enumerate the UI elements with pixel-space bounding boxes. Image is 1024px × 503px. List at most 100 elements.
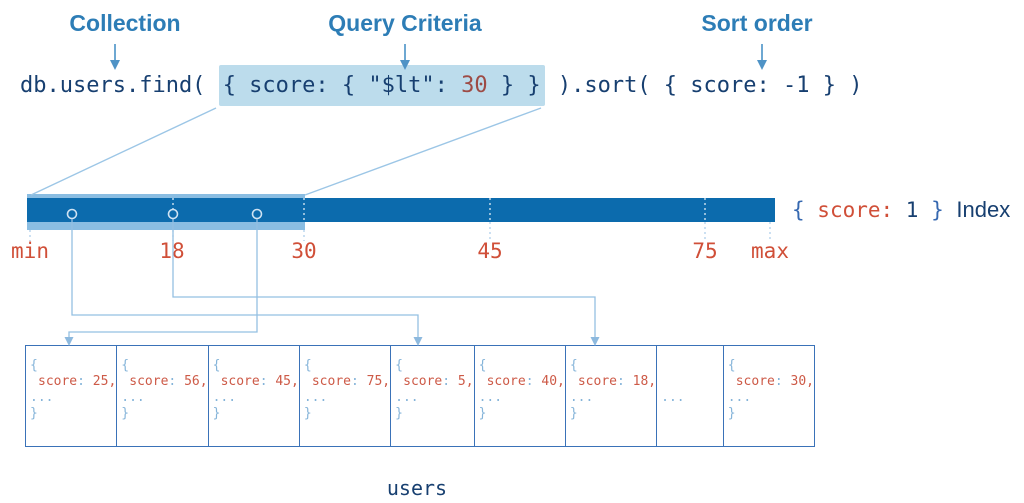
document-field-name: score <box>486 374 526 389</box>
document-text-row: ... <box>569 390 594 405</box>
document-box: {score: 56,...} <box>116 345 209 447</box>
document-text-row: { <box>303 358 312 373</box>
index-label-value: 1 <box>893 198 932 222</box>
document-text-row: score: 75, <box>304 374 390 390</box>
document-box: {score: 25,...} <box>25 345 118 447</box>
document-text-row: score: 25, <box>30 374 116 390</box>
query-code-line: db.users.find( { score: { "$lt": 30 } } … <box>20 65 863 106</box>
document-text-row: { <box>569 358 578 373</box>
document-text-row: } <box>727 406 736 421</box>
document-text-row: } <box>30 406 38 421</box>
document-field-name: score <box>129 374 169 389</box>
document-text-row: { <box>395 358 403 373</box>
collection-name-label: users <box>386 476 448 500</box>
document-field-colon: : <box>259 374 268 389</box>
document-field-name: score <box>735 374 775 389</box>
document-text-row: { <box>478 358 487 373</box>
document-text-row: { <box>727 358 736 373</box>
document-score-value: 45, <box>267 374 299 389</box>
document-text-row: } <box>212 406 221 421</box>
query-criteria-annotation-label: Query Criteria <box>328 10 482 36</box>
index-tick-label: 30 <box>291 239 317 263</box>
collection-annotation-label: Collection <box>69 10 181 36</box>
entry-to-document-connectors <box>68 219 596 337</box>
document-text-row: ... <box>303 390 328 405</box>
document-score-value: 40, <box>533 374 565 389</box>
index-label-name: Index <box>956 197 1011 222</box>
code-find-prefix: db.users.find( <box>20 73 219 98</box>
criteria-text: { score: { "$lt": <box>222 73 462 98</box>
document-field-name: score <box>38 374 78 389</box>
document-text-row: } <box>121 406 130 421</box>
document-text-row: ... <box>121 390 145 405</box>
document-field-colon: : <box>77 374 85 389</box>
index-label: { score: 1 } Index <box>792 197 1011 223</box>
index-tick-label: 45 <box>477 239 503 263</box>
documents-row: {score: 25,...}{score: 56,...}{score: 45… <box>25 345 815 447</box>
document-field-colon: : <box>617 374 625 389</box>
document-field-colon: : <box>168 374 177 389</box>
document-field-colon: : <box>774 374 783 389</box>
document-text-row: ... <box>727 390 752 405</box>
document-box: ... <box>656 345 724 447</box>
document-text-row: score: 45, <box>213 374 299 390</box>
document-box: {score: 75,...} <box>298 345 392 447</box>
criteria-to-band-left-line <box>30 107 217 196</box>
document-text-row: score: 18, <box>570 374 656 390</box>
document-text-row <box>661 358 723 374</box>
document-text-row: { <box>30 358 38 373</box>
collection-arrow <box>110 44 120 70</box>
document-text-row: ... <box>395 390 419 405</box>
document-field-colon: : <box>442 374 451 389</box>
document-text-row: ... <box>30 390 54 405</box>
document-text-row: ... <box>661 390 685 405</box>
index-tick-label: min <box>11 239 49 263</box>
document-text-row: score: 30, <box>728 374 814 390</box>
index-tick-label: max <box>751 239 789 263</box>
index-tick-label: 75 <box>692 239 718 263</box>
document-field-colon: : <box>350 374 359 389</box>
document-text-row: } <box>395 406 403 421</box>
document-score-value: 5, <box>450 374 474 389</box>
document-box: {score: 30,...} <box>722 345 815 447</box>
index-tick-label: 18 <box>159 239 185 263</box>
document-text-row: score: 5, <box>395 374 473 390</box>
document-field-name: score <box>220 374 260 389</box>
document-score-value: 25, <box>84 374 117 389</box>
document-field-name: score <box>577 374 617 389</box>
index-bar <box>27 198 775 222</box>
document-text-row: score: 40, <box>479 374 565 390</box>
document-text-row: score: 56, <box>121 374 207 390</box>
code-sort-suffix: ).sort( { score: -1 } ) <box>544 73 863 98</box>
document-text-row: ... <box>212 390 237 405</box>
document-field-name: score <box>403 374 443 389</box>
criteria-to-band-right-line <box>304 107 542 196</box>
connector-dot3-to-doc1 <box>68 219 258 337</box>
sort-order-arrow <box>757 44 767 70</box>
document-field-colon: : <box>525 374 534 389</box>
document-text-row: } <box>303 406 312 421</box>
index-label-field: score: <box>817 198 894 222</box>
document-box: {score: 5,...} <box>390 345 475 447</box>
document-text-row: ... <box>478 390 503 405</box>
document-score-value: 75, <box>358 374 391 389</box>
document-box: {score: 45,...} <box>207 345 300 447</box>
document-text-row: } <box>569 406 578 421</box>
index-tick-labels: min 18 30 45 75 max <box>0 240 1024 264</box>
criteria-close: } } <box>487 73 541 98</box>
query-criteria-highlight: { score: { "$lt": 30 } } <box>218 65 545 106</box>
connector-dot2-to-doc7 <box>172 219 596 337</box>
sort-order-annotation-label: Sort order <box>701 10 813 36</box>
document-box: {score: 40,...} <box>473 345 566 447</box>
document-score-value: 30, <box>782 374 815 389</box>
criteria-value: 30 <box>461 73 488 98</box>
document-text-row: { <box>121 358 130 373</box>
index-label-open-brace: { <box>792 198 818 222</box>
document-text-row <box>661 374 723 390</box>
document-field-name: score <box>311 374 351 389</box>
index-label-close-brace: } <box>931 198 957 222</box>
document-score-value: 56, <box>176 374 208 389</box>
document-score-value: 18, <box>624 374 657 389</box>
document-text-row: } <box>478 406 487 421</box>
